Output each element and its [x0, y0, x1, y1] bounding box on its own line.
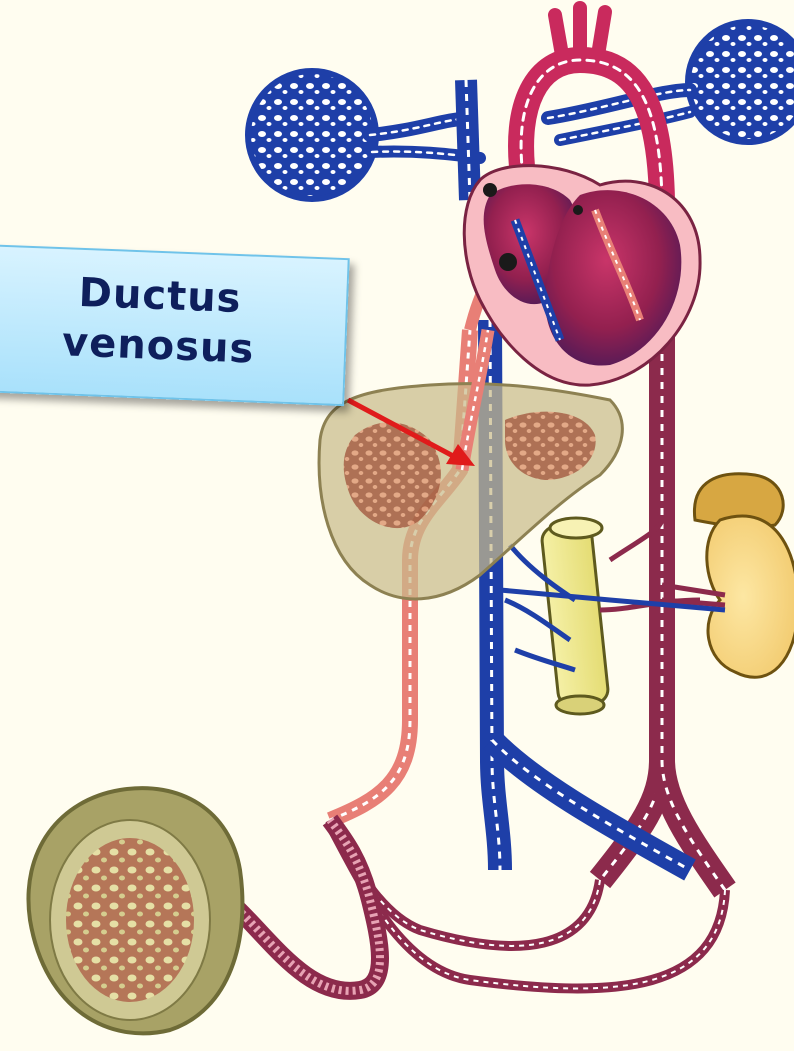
lung-right	[688, 22, 794, 142]
ductus-venosus-callout: Ductus venosus	[0, 244, 350, 406]
superior-vena-cava	[466, 80, 470, 200]
callout-label: Ductus venosus	[0, 265, 321, 377]
placenta	[28, 788, 242, 1033]
lung-left	[248, 71, 376, 199]
